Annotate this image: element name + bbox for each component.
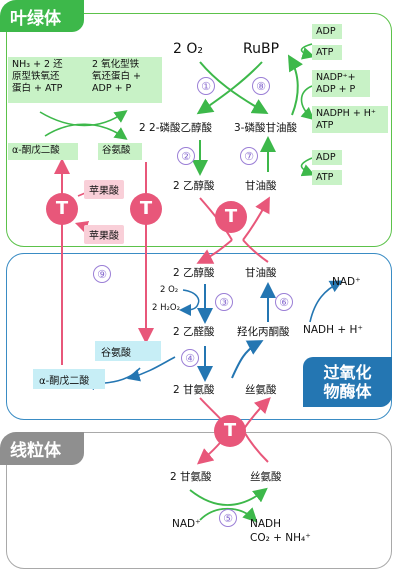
step-4-badge: ④ — [181, 349, 199, 367]
nad-mit-label: NAD⁺ — [172, 518, 201, 530]
malate-box-1: 苹果酸 — [84, 180, 124, 199]
mitochondrion-label: 线粒体 — [0, 432, 84, 465]
step-8-badge: ⑧ — [252, 77, 270, 95]
chloroplast-compartment — [6, 13, 392, 247]
rubp-label: RuBP — [243, 41, 280, 57]
serine-per-label: 丝氨酸 — [245, 384, 277, 396]
malate-box-2: 苹果酸 — [84, 225, 124, 244]
glycerate-chl-label: 甘油酸 — [245, 180, 277, 192]
oxidized-ferredoxin-box: 2 氧化型铁 氧还蛋白 + ADP + P — [88, 57, 162, 103]
step-9-badge: ⑨ — [93, 265, 111, 283]
glycine-per-label: 2 甘氨酸 — [173, 384, 215, 396]
hydroxypyruvate-label: 羟化丙酮酸 — [237, 326, 290, 338]
chloroplast-label: 叶绿体 — [0, 0, 84, 32]
glu-chl-box: 谷氨酸 — [98, 143, 142, 160]
akg-per-box: α-酮戊二酸 — [33, 369, 105, 389]
glycolate-per-label: 2 乙醇酸 — [173, 267, 215, 279]
adp-box-1: ADP — [312, 24, 342, 39]
step-3-badge: ③ — [215, 293, 233, 311]
glycolate-chl-label: 2 乙醇酸 — [173, 180, 215, 192]
o2-label: 2 O₂ — [173, 41, 203, 57]
nad-per-label: NAD⁺ — [332, 276, 361, 288]
phosphoglycolate-label: 2 2-磷酸乙醇酸 — [139, 122, 212, 134]
nh3-ferredoxin-box: NH₃ + 2 还 原型铁氧还 蛋白 + ATP — [8, 57, 90, 103]
glu-per-box: 谷氨酸 — [95, 341, 161, 361]
nadp-box: NADP⁺+ ADP + P — [312, 70, 370, 97]
transporter-icon-2: T — [130, 193, 162, 225]
transporter-icon-3: T — [215, 201, 247, 233]
atp-box-1: ATP — [312, 45, 342, 60]
o2-per-label: 2 O₂ — [160, 285, 179, 295]
phosphoglycerate-label: 3-磷酸甘油酸 — [234, 122, 297, 134]
h2o2-label: 2 H₂O₂ — [152, 303, 181, 313]
nadh-mit-label: NADH — [250, 518, 282, 530]
transporter-icon-4: T — [214, 415, 246, 447]
step-5-badge: ⑤ — [219, 509, 237, 527]
co2-nh4-label: CO₂ + NH₄⁺ — [250, 532, 311, 544]
nadph-box: NADPH + H⁺ ATP — [312, 106, 388, 133]
transporter-icon-1: T — [46, 193, 78, 225]
step-1-badge: ① — [197, 77, 215, 95]
step-7-badge: ⑦ — [240, 147, 258, 165]
akg-chl-box: α-酮戊二酸 — [8, 143, 78, 160]
adp-box-2: ADP — [312, 150, 342, 165]
step-2-badge: ② — [177, 147, 195, 165]
nadh-per-label: NADH + H⁺ — [303, 324, 363, 336]
step-6-badge: ⑥ — [275, 293, 293, 311]
atp-box-2: ATP — [312, 170, 342, 185]
glycerate-per-label: 甘油酸 — [245, 267, 277, 279]
mitochondrion-compartment — [6, 432, 392, 569]
glyoxylate-label: 2 乙醛酸 — [173, 326, 215, 338]
serine-mit-label: 丝氨酸 — [250, 471, 282, 483]
glycine-mit-label: 2 甘氨酸 — [170, 471, 212, 483]
peroxisome-label: 过氧化 物酶体 — [303, 357, 392, 407]
